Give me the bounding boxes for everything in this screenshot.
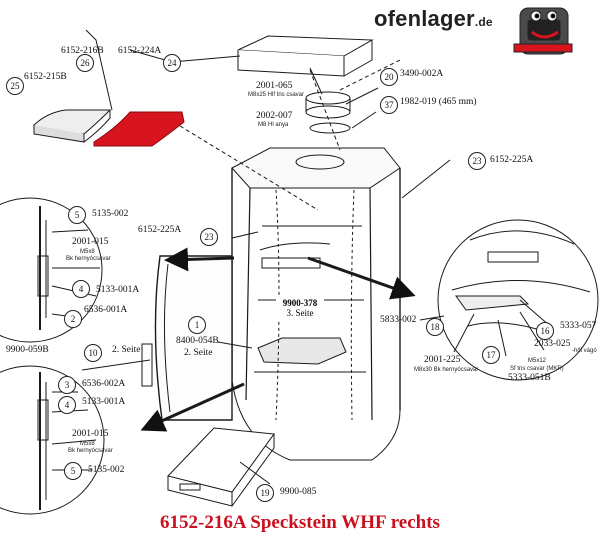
part-5133-001A-lower: 5133-001A <box>82 397 126 407</box>
callout-17: 17 <box>482 346 500 364</box>
part-3490-002A: 3490-002A <box>400 69 444 79</box>
part-6152-225A-left: 6152-225A <box>138 225 182 235</box>
part-2033-025-spec: -hől vágó <box>572 348 597 354</box>
part-6152-215B: 6152-215B <box>24 72 67 82</box>
callout-5-upper: 5 <box>68 206 86 224</box>
callout-24: 24 <box>163 54 181 72</box>
callout-19: 19 <box>256 484 274 502</box>
label-2-seite-door: 2. Seite <box>184 348 213 358</box>
shelf-label-box: 9900-378 3. Seite <box>276 298 324 319</box>
part-2033-025: 2033-025 <box>534 339 571 349</box>
part-6152-225A-right: 6152-225A <box>490 155 534 165</box>
part-9900-378: 9900-378 <box>282 298 318 308</box>
caption-title: 6152-216A Speckstein WHF rechts <box>160 512 440 533</box>
part-2001-225: 2001-225 <box>424 355 461 365</box>
callout-4-upper: 4 <box>72 280 90 298</box>
part-2001-015-lower: 2001-015 <box>72 429 109 439</box>
part-5133-001A-upper: 5133-001A <box>96 285 140 295</box>
part-6536-002A: 6536-002A <box>82 379 126 389</box>
part-2001-065: 2001-065 <box>256 81 293 91</box>
callout-26: 26 <box>76 54 94 72</box>
part-2002-007: 2002-007 <box>256 111 293 121</box>
brand-logo-text[interactable]: ofenlager.de <box>374 6 493 32</box>
spec-sf-csavar: Sf tns csavar (MKR) <box>510 366 564 372</box>
callout-5-lower: 5 <box>64 462 82 480</box>
logo-mascot <box>513 7 573 55</box>
part-5135-002-lower: 5135-002 <box>88 465 125 475</box>
brand-tld: .de <box>474 15 493 29</box>
arrow-right <box>307 256 416 300</box>
ash-drawer <box>167 427 275 493</box>
part-5333-057: 5333-057 <box>560 321 597 331</box>
part-6152-224A: 6152-224A <box>118 46 162 56</box>
callout-23-left: 23 <box>200 228 218 246</box>
callout-25: 25 <box>6 77 24 95</box>
stove-top-plate <box>231 147 401 189</box>
callout-3: 3 <box>58 376 76 394</box>
part-5333-051B: 5333-051B <box>508 373 551 383</box>
part-6536-001A: 6536-001A <box>84 305 128 315</box>
part-2001-225-spec: M8x30 Bk hernyócsavar <box>414 367 479 373</box>
arrow-left-lower <box>140 382 245 432</box>
callout-1: 1 <box>188 316 206 334</box>
brand-name: ofenlager <box>374 6 475 31</box>
label-3-seite: 3. Seite <box>286 308 314 319</box>
part-9900-085: 9900-085 <box>280 487 317 497</box>
part-2001-015-lower-spec2: Bk hernyócsavar <box>68 448 113 454</box>
part-2001-065-spec: M8x25 Hlf tns csavar <box>248 92 305 98</box>
part-2001-015-upper-spec2: Bk hernyócsavar <box>66 256 111 262</box>
callout-2: 2 <box>64 310 82 328</box>
part-5833-002: 5833-002 <box>380 315 417 325</box>
part-2001-015-upper: 2001-015 <box>72 237 109 247</box>
callout-23-right: 23 <box>468 152 486 170</box>
callout-20: 20 <box>380 68 398 86</box>
arrow-left-upper <box>164 247 235 272</box>
part-8400-054B: 8400-054B <box>176 336 219 346</box>
part-6152-216B: 6152-216B <box>61 46 104 56</box>
highlighted-stone-slab <box>93 111 185 147</box>
callout-18: 18 <box>426 318 444 336</box>
callout-4-lower: 4 <box>58 396 76 414</box>
part-9900-059B: 9900-059B <box>6 345 49 355</box>
callout-16: 16 <box>536 322 554 340</box>
callout-37: 37 <box>380 96 398 114</box>
label-2-seite-side: 2. Seite <box>112 345 141 355</box>
part-2001-015-upper-spec1: M5x8 <box>80 249 95 255</box>
callout-10: 10 <box>84 344 102 362</box>
part-5135-002-upper: 5135-002 <box>92 209 129 219</box>
part-2002-007-spec: M8 Hl anya <box>258 122 289 128</box>
part-1982-019: 1982-019 (465 mm) <box>400 97 477 107</box>
spec-m5x12: M5x12 <box>528 358 547 364</box>
part-2001-015-lower-spec1: M5x8 <box>80 441 95 447</box>
